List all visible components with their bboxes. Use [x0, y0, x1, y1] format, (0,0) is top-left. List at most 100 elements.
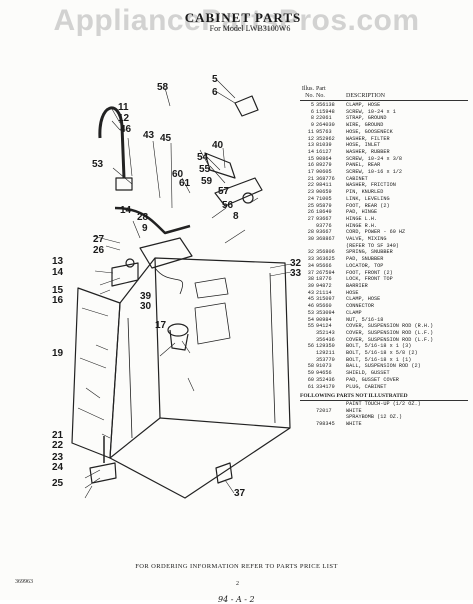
part-description: BOLT, 5/16-18 x 1 (1) — [346, 356, 412, 363]
table-header-top: Illus. Part — [301, 86, 326, 92]
callout-56: 56 — [222, 200, 234, 211]
illus-number: 60 — [307, 376, 314, 383]
illus-number: 43 — [307, 289, 314, 296]
part-description: WHITE — [346, 421, 362, 428]
illus-number — [300, 223, 316, 230]
gooseneck-hose — [98, 106, 126, 179]
valve-block — [139, 237, 193, 269]
part-number: 18649 — [316, 209, 332, 216]
illus-number: 58 — [307, 363, 314, 370]
page-number: 2 — [236, 581, 239, 587]
part-description: BALL, SUSPENSION ROD (2) — [346, 363, 421, 370]
callout-19: 19 — [52, 348, 64, 359]
part-number: 90605 — [316, 169, 332, 176]
illus-number: 8 — [310, 115, 314, 122]
part-number: 94872 — [316, 282, 332, 289]
callout-45: 45 — [160, 133, 172, 144]
part-number: 90984 — [316, 316, 332, 323]
part-description: COVER, SUSPENSION ROD (R.H.) — [346, 323, 434, 330]
illus-number — [300, 330, 316, 337]
part-description: PLUG, CABINET — [346, 383, 387, 390]
illus-number: 33 — [307, 256, 314, 263]
table-header: No. No. DESCRIPTION — [300, 93, 468, 101]
part-description: PAD, GUSSET COVER — [346, 376, 399, 383]
illus-number: 21 — [307, 175, 314, 182]
illus-number: 39 — [307, 282, 314, 289]
part-description: COVER, SUSPENSION ROD (L.F.) — [346, 336, 434, 343]
part-description: PIN, KNURLED — [346, 189, 384, 196]
part-number: 72017 — [316, 407, 332, 414]
part-number: 352436 — [316, 376, 335, 383]
illus-number: 53 — [307, 309, 314, 316]
illus-number: 59 — [307, 370, 314, 377]
callout-33: 33 — [290, 268, 302, 279]
illus-number: 15 — [307, 155, 314, 162]
part-number: 264030 — [316, 122, 335, 129]
callout-13: 13 — [52, 256, 64, 267]
illus-number: 12 — [307, 135, 314, 142]
illus-number — [300, 414, 316, 421]
illus-number — [300, 350, 316, 357]
callout-54: 54 — [197, 152, 209, 163]
illus-number: 23 — [307, 189, 314, 196]
part-number: 798345 — [316, 421, 335, 428]
illus-number: 25 — [307, 202, 314, 209]
illus-number: 37 — [307, 269, 314, 276]
part-description: COVER, SUSPENSION ROD (L.F.) — [346, 329, 434, 336]
part-description: HINGE L.H. — [346, 215, 378, 222]
callout-27: 27 — [93, 234, 105, 245]
table-row: (REFER TO SF 340) — [300, 243, 468, 250]
illus-number: 32 — [307, 249, 314, 256]
callout-14-top: 14 — [120, 205, 132, 216]
callout-40: 40 — [212, 140, 224, 151]
part-description: LINK, LEVELING — [346, 195, 390, 202]
part-number: 368776 — [316, 175, 335, 182]
illus-number: 55 — [307, 323, 314, 330]
callout-39: 39 — [140, 291, 152, 302]
part-number: 95879 — [316, 202, 332, 209]
illus-number: 38 — [307, 276, 314, 283]
table-row: SPRAYBOMB (12 OZ.) — [300, 414, 468, 421]
part-number: 94656 — [316, 370, 332, 377]
table-row: PAINT TOUCH-UP (1/2 OZ.) — [300, 401, 468, 408]
callout-15: 15 — [52, 285, 64, 296]
power-cord — [154, 267, 184, 295]
illus-number: 54 — [307, 316, 314, 323]
illus-number: 14 — [307, 148, 314, 155]
part-number: 94124 — [316, 323, 332, 330]
illus-number: 17 — [307, 169, 314, 176]
part-description: STRAP, GROUND — [346, 115, 387, 122]
part-description: SPRAYBOMB (12 OZ.) — [346, 414, 403, 421]
part-number: 267594 — [316, 269, 335, 276]
illus-number: 5 — [310, 102, 314, 108]
rear-panel — [71, 287, 121, 459]
callout-46: 46 — [120, 124, 132, 135]
table-row: 798345 WHITE — [300, 421, 468, 428]
part-description: HOSE, INLET — [346, 142, 381, 149]
part-description: WHITE — [346, 407, 362, 414]
part-description: CLAMP — [346, 309, 362, 316]
part-number: 22061 — [316, 115, 332, 122]
illus-number: 6 — [310, 108, 314, 115]
part-description: VALVE, MIXING — [346, 236, 387, 243]
part-number: 81039 — [316, 142, 332, 149]
illus-number: 13 — [307, 142, 314, 149]
part-description: PAINT TOUCH-UP (1/2 OZ.) — [346, 400, 421, 407]
part-number: 353770 — [316, 356, 335, 363]
part-description: HOSE, GOOSENECK — [346, 128, 393, 135]
callout-8: 8 — [233, 211, 239, 222]
illus-number: 27 — [307, 215, 314, 222]
part-number: 363625 — [316, 256, 335, 263]
rear-foot — [89, 462, 117, 484]
part-number: 18776 — [316, 276, 332, 283]
